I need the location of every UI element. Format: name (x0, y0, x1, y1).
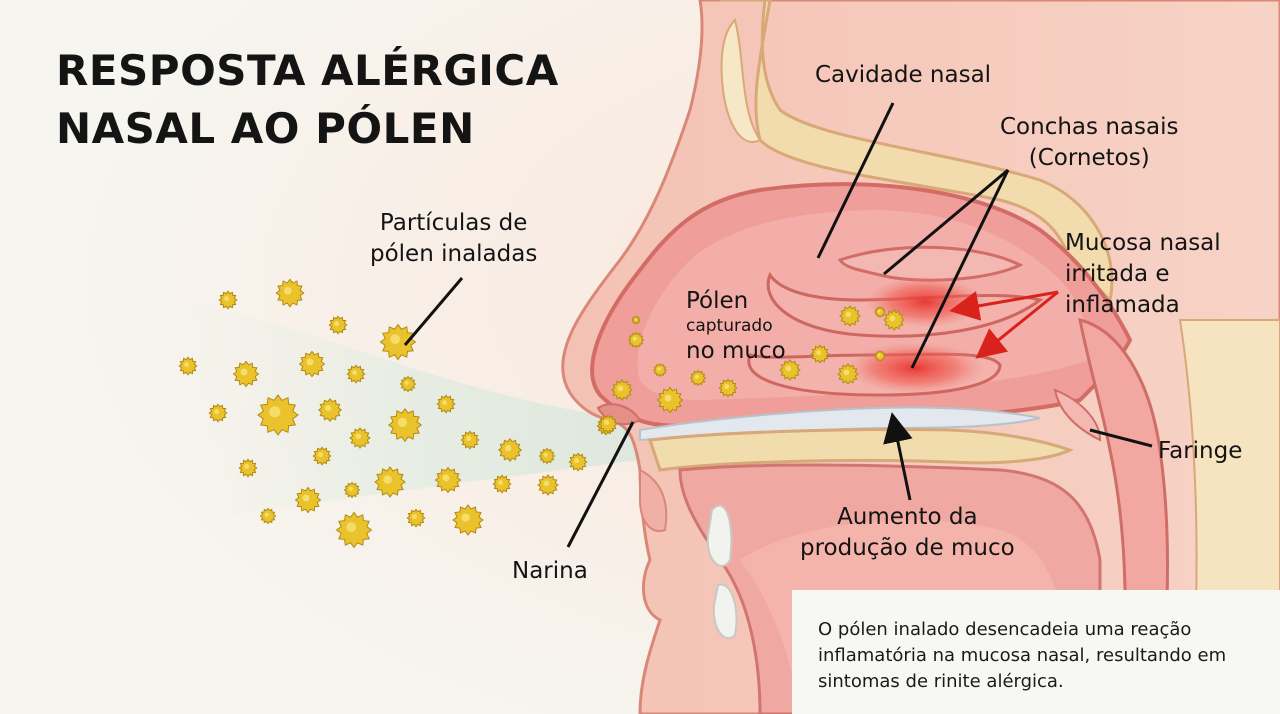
pollen-grain (718, 378, 738, 398)
hard-palate (647, 427, 1074, 472)
label-pollen-trapped: Pólen capturado no muco (686, 286, 786, 366)
label-pollen-trapped-line-2: capturado (686, 316, 773, 336)
note-panel (792, 590, 1280, 714)
inflammation-upper (865, 276, 985, 328)
pollen-grain (298, 350, 326, 378)
pollen-grain (343, 481, 361, 499)
pollen-grain (656, 386, 684, 414)
label-pollen-particles-line-2: pólen inaladas (370, 241, 538, 267)
leader-mucus (883, 412, 913, 501)
pollen-grain (312, 446, 332, 466)
leader-mucosa-lower (975, 290, 1059, 359)
leader-nostril (566, 421, 635, 548)
pollen-grain (652, 362, 668, 378)
label-conchae-line-2: (Cornetos) (1028, 145, 1150, 171)
pollen-grain (259, 507, 277, 525)
pollen-grain (874, 350, 886, 362)
pollen-grain (218, 290, 238, 310)
pollen-grain (452, 504, 484, 536)
pollen-grain (538, 447, 556, 465)
adenoid (1053, 388, 1102, 442)
label-pollen-trapped-line-1: Pólen (686, 288, 749, 314)
page-title: RESPOSTA ALÉRGICA NASAL AO PÓLEN (56, 42, 559, 158)
title-line-2: NASAL AO PÓLEN (56, 104, 475, 153)
pollen-grain (328, 315, 348, 335)
pollen-grain (436, 394, 456, 414)
label-mucus-production-line-1: Aumento da (837, 504, 978, 530)
pollen-grain (178, 356, 198, 376)
pollen-grain (208, 403, 228, 423)
pollen-grain (631, 315, 641, 325)
label-irritated-mucosa-line-2: irritada e (1065, 261, 1170, 287)
pollen-grain (611, 379, 633, 401)
label-conchae: Conchas nasais (Cornetos) (1000, 112, 1178, 174)
pollen-grain (810, 344, 830, 364)
leader-conchae-lower (910, 169, 1010, 369)
label-pollen-particles: Partículas de pólen inaladas (370, 208, 537, 270)
inflammation-lower (845, 342, 985, 394)
pollen-grain (492, 474, 512, 494)
pollen-grain (839, 305, 861, 327)
pollen-grain (883, 309, 905, 331)
pollen-grain (874, 306, 886, 318)
label-pollen-particles-line-1: Partículas de (379, 210, 528, 236)
label-irritated-mucosa-line-3: inflamada (1065, 292, 1180, 318)
pollen-grain (689, 369, 707, 387)
pollen-grain (379, 323, 417, 361)
pollen-grain (349, 427, 371, 449)
pollen-grain (232, 360, 260, 388)
pollen-grain (779, 359, 801, 381)
pollen-grain (434, 466, 462, 494)
pollen-grain (399, 375, 417, 393)
pollen-grain (294, 486, 322, 514)
pollen-grain (537, 474, 559, 496)
pollen-grains-outside (178, 278, 616, 549)
description-note: O pólen inalado desencadeia uma reação i… (818, 619, 1227, 692)
pollen-grain (317, 397, 343, 423)
frontal-sinus (720, 18, 762, 143)
pollen-grain (257, 394, 299, 436)
label-mucus-production-line-2: produção de muco (800, 535, 1015, 561)
label-conchae-line-1: Conchas nasais (1000, 114, 1179, 140)
label-nasal-cavity: Cavidade nasal (815, 62, 992, 88)
label-irritated-mucosa-line-1: Mucosa nasal (1065, 230, 1221, 256)
pollen-grain (627, 331, 645, 349)
pollen-grain (568, 452, 588, 472)
upper-lip (639, 468, 668, 532)
inhaled-air-stream (180, 300, 640, 520)
label-mucus-production: Aumento da produção de muco (800, 502, 1015, 564)
pollen-grain (497, 437, 523, 463)
pollen-grain (406, 508, 426, 528)
leader-conchae-upper (883, 168, 1009, 276)
label-irritated-mucosa: Mucosa nasal irritada e inflamada (1065, 228, 1221, 321)
leader-mucosa-upper (949, 290, 1059, 321)
pollen-grain (346, 364, 366, 384)
pollen-grain (598, 414, 618, 434)
leader-nasal-cavity (816, 102, 895, 259)
pollen-grain (238, 458, 258, 478)
label-nostril: Narina (512, 558, 588, 584)
leader-pharynx (1089, 428, 1153, 448)
pollen-grains-trapped (598, 305, 905, 434)
pollen-grain (460, 430, 480, 450)
lower-teeth (712, 583, 738, 640)
label-pollen-trapped-line-3: no muco (686, 338, 786, 364)
pollen-grain (335, 511, 373, 549)
pollen-grain (837, 363, 859, 385)
pollen-grain (387, 407, 423, 443)
upper-teeth (706, 504, 733, 567)
pollen-grain (275, 278, 305, 308)
pollen-grain (374, 466, 406, 498)
leader-particles (403, 277, 464, 346)
label-pharynx: Faringe (1158, 438, 1243, 464)
title-line-1: RESPOSTA ALÉRGICA (56, 46, 559, 95)
